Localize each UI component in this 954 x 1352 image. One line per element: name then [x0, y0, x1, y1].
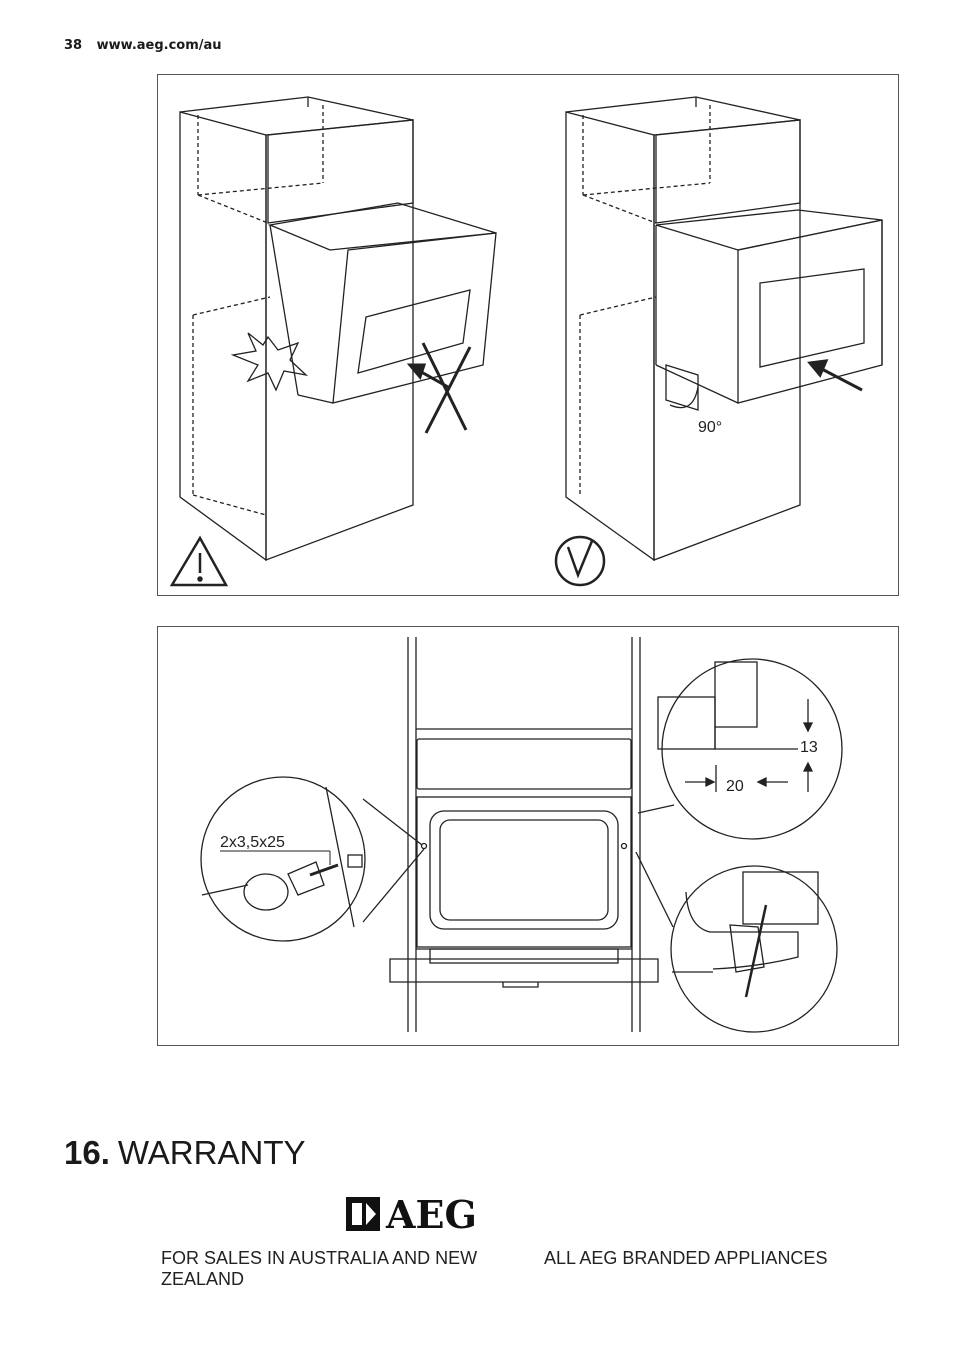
- installation-figure: 90°: [157, 74, 899, 596]
- drill-detail: [200, 776, 425, 942]
- check-icon: [554, 535, 606, 587]
- oven-tilted: [267, 202, 497, 404]
- cabinet-wrong: [179, 96, 414, 562]
- column-housing: [389, 637, 659, 1032]
- impact-burst-icon: [230, 332, 309, 392]
- oven-level: [655, 209, 883, 404]
- angle-label: 90°: [698, 419, 722, 436]
- page-number: 38: [64, 38, 83, 53]
- warning-icon: [169, 535, 229, 587]
- section-title: 16.WARRANTY: [64, 1134, 305, 1172]
- wrong-cross-icon: [406, 342, 472, 434]
- dimension-horizontal: 20: [726, 778, 744, 795]
- angle-indicator: [665, 364, 699, 411]
- bracket-detail: [635, 851, 838, 1033]
- dimension-vertical: 13: [800, 739, 818, 756]
- dimension-detail: [637, 658, 843, 840]
- sales-region-text: FOR SALES IN AUSTRALIA AND NEW ZEALAND: [161, 1248, 478, 1289]
- installation-drawing: 90°: [169, 96, 883, 587]
- appliances-text: ALL AEG BRANDED APPLIANCES: [544, 1248, 828, 1268]
- section-number: 16.: [64, 1134, 110, 1171]
- page-header: 38 www.aeg.com/au: [64, 38, 222, 53]
- push-arrow-icon: [807, 359, 863, 392]
- fixing-drawing: 2x3,5x25 13 20: [200, 637, 843, 1033]
- header-url: www.aeg.com/au: [96, 38, 222, 53]
- aeg-logo: AEG: [346, 1195, 477, 1233]
- fixing-figure: 2x3,5x25 13 20: [157, 626, 899, 1046]
- logo-text: AEG: [385, 1195, 477, 1233]
- cabinet-correct: [565, 96, 801, 562]
- screw-size-label: 2x3,5x25: [220, 834, 285, 851]
- section-title-text: WARRANTY: [117, 1134, 306, 1171]
